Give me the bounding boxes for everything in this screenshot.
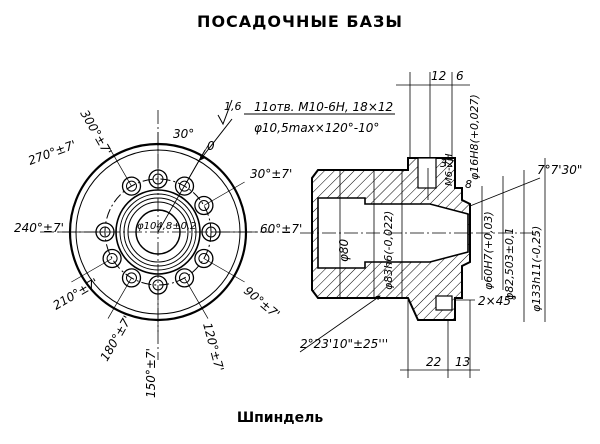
radial-dimension-line — [203, 181, 245, 206]
dim-8-label: 8 — [465, 178, 472, 191]
dim-32-label: 32 — [440, 157, 454, 170]
angle-210-label: 210°±7' — [51, 276, 101, 313]
angle-dimension-lines — [58, 132, 258, 332]
radial-dimension-line — [184, 277, 209, 319]
pin-hole — [417, 157, 437, 189]
fit-16-label: φ16H8(+0,027) — [468, 94, 481, 180]
angle-240-label: 240°±7' — [14, 221, 64, 235]
bolt-hole — [174, 268, 195, 288]
dia-80-label: φ80 — [337, 238, 351, 262]
bolt-hole-thread — [126, 272, 137, 284]
radial-dimension-line — [107, 277, 132, 319]
bolt-hole-thread — [179, 272, 190, 284]
radial-dimension-line — [203, 258, 245, 283]
dia-83-label: φ83h6(-0,022) — [382, 211, 395, 290]
taper-2-label: 2°23'10"±25''' — [300, 337, 388, 351]
angle-150-label: 150°±7' — [144, 348, 158, 398]
zero-mark-label: 0 — [207, 139, 215, 153]
dim-6-label: 6 — [456, 69, 464, 83]
holes-note: 11отв. М10-6Н, 18×12 — [254, 100, 393, 114]
radial-dimension-line — [107, 145, 132, 187]
threaded-hole — [435, 295, 453, 311]
chamfer-label: 2×45° — [478, 294, 517, 308]
radial-dimension-line — [184, 145, 209, 187]
dia-133-label: φ133h11(-0,25) — [530, 226, 543, 312]
bolt-circle-label: φ104,8±0,2 — [137, 221, 197, 232]
bolt-hole — [194, 248, 214, 269]
dim-13-label: 13 — [455, 355, 470, 369]
angle-120-label: 120°±7' — [200, 321, 226, 373]
bolt-hole — [174, 176, 195, 196]
angle-180-label: 180°±7' — [97, 313, 134, 363]
front-view — [40, 110, 290, 360]
dim-12-label: 12 — [431, 69, 446, 83]
drawing-title: ПОСАДОЧНЫЕ БАЗЫ — [197, 12, 403, 31]
bolt-hole-thread — [179, 180, 190, 192]
bolt-hole-thread — [106, 253, 118, 264]
drawing-caption: Шпиндель — [236, 410, 324, 426]
bolt-hole — [121, 176, 142, 196]
angle-90-label: 90°±7' — [241, 284, 282, 322]
bolt-hole — [102, 248, 122, 269]
surface-roughness-mark: 1,6 — [224, 100, 242, 113]
section-view — [299, 72, 546, 378]
dia-82-label: φ82,503±0,1 — [503, 228, 516, 300]
radial-dimension-line — [71, 258, 113, 283]
bolt-hole-thread — [126, 180, 137, 192]
taper-angle-label: 7°7'30" — [537, 163, 582, 177]
angle-top-label: 30° — [173, 127, 194, 141]
angle-60-label: 60°±7' — [260, 222, 302, 236]
diameter-note: φ10,5max×120°-10° — [254, 121, 379, 135]
thread-m6-label: M6-7H — [444, 153, 455, 186]
angle-30-label: 30°±7' — [250, 167, 292, 181]
dim-22-label: 22 — [426, 355, 441, 369]
angle-270-label: 270°±7' — [26, 138, 78, 168]
angle-300-label: 300°±7' — [77, 108, 114, 158]
bolt-hole-thread — [198, 200, 210, 211]
dia-60-label: φ60H7(+0,03) — [482, 211, 495, 290]
bolt-hole — [194, 195, 214, 216]
bolt-hole — [121, 268, 142, 288]
bolt-hole-thread — [198, 253, 210, 264]
